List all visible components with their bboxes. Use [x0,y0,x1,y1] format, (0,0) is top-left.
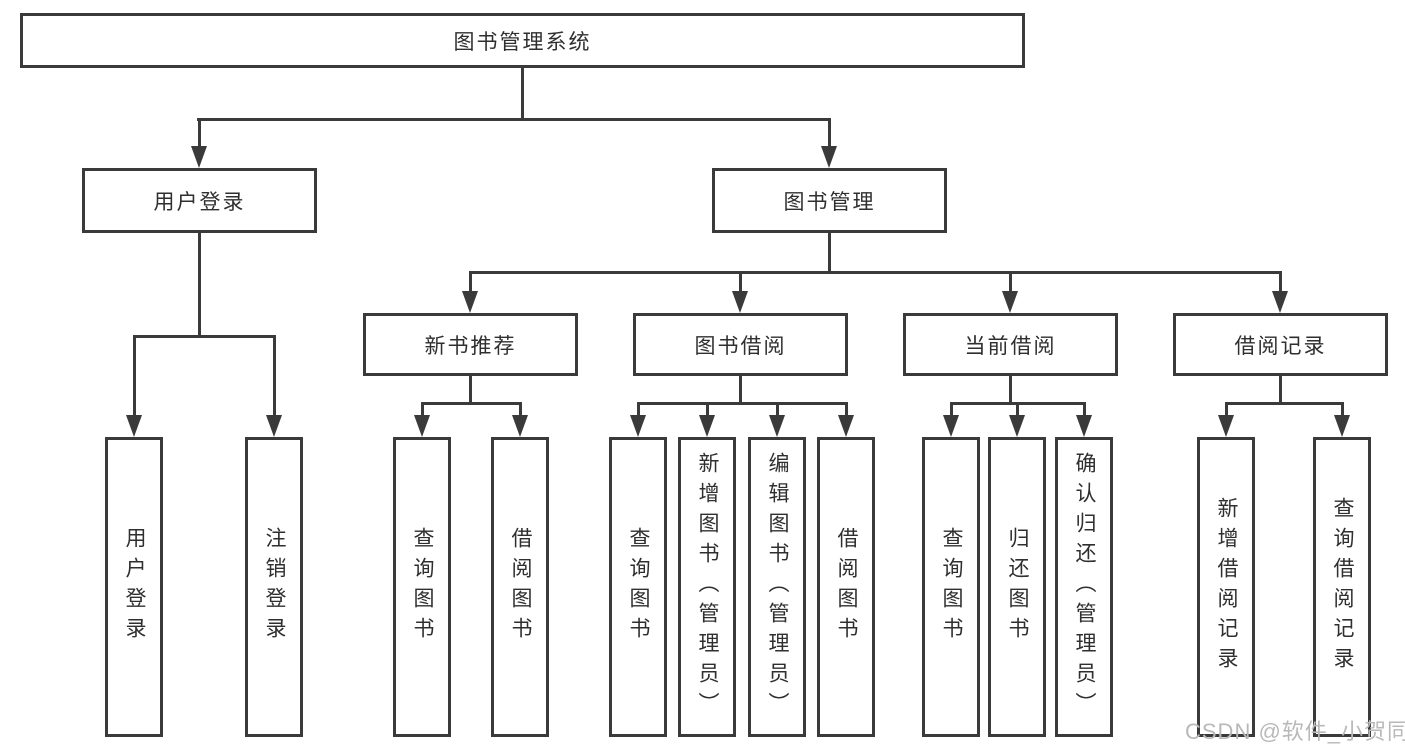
connector-line [637,402,848,405]
connector-line [1341,402,1344,416]
node-book-management: 图书管理 [712,168,947,233]
connector-line [469,271,1282,274]
arrowhead-down-icon [191,146,207,168]
leaf-logout: 注销登录 [245,437,303,737]
arrowhead-down-icon [414,415,430,437]
connector-line [776,402,779,416]
node-user-login: 用户登录 [82,168,317,233]
connector-line [1009,271,1012,293]
connector-line [273,335,276,417]
node-label: 新书推荐 [424,334,517,358]
leaf-label: 查询借阅记录 [1331,497,1354,677]
connector-line [1279,271,1282,293]
connector-line [469,271,472,293]
arrowhead-down-icon [943,415,959,437]
connector-line [706,402,709,416]
connector-line [739,271,742,293]
leaf-label: 新增图书（管理员） [696,452,719,722]
node-label: 图书管理系统 [453,30,592,54]
node-borrowing-records: 借阅记录 [1173,313,1388,376]
arrowhead-down-icon [266,415,282,437]
leaf-confirm-return-admin: 确认归还（管理员） [1055,437,1113,737]
arrowhead-down-icon [732,291,748,313]
arrowhead-down-icon [1076,415,1092,437]
leaf-label: 借阅图书 [509,527,532,647]
leaf-edit-books-admin: 编辑图书（管理员） [748,437,806,737]
arrowhead-down-icon [699,415,715,437]
connector-line [521,68,524,121]
connector-line [739,376,742,405]
leaf-label: 查询图书 [627,527,650,647]
node-label: 当前借阅 [964,334,1057,358]
arrowhead-down-icon [630,415,646,437]
leaf-add-books-admin: 新增图书（管理员） [678,437,736,737]
node-label: 图书借阅 [694,334,787,358]
connector-line [421,402,424,416]
leaf-borrow-books-recommend: 借阅图书 [491,437,549,737]
leaf-query-books-current: 查询图书 [922,437,980,737]
node-new-book-recommend: 新书推荐 [363,313,578,376]
node-current-borrowing: 当前借阅 [903,313,1118,376]
connector-line [1225,402,1344,405]
arrowhead-down-icon [769,415,785,437]
connector-line [421,402,522,405]
connector-line [1009,376,1012,405]
node-label: 用户登录 [153,190,246,214]
connector-line [1279,376,1282,405]
leaf-query-books-recommend: 查询图书 [393,437,451,737]
leaf-return-books: 归还图书 [988,437,1046,737]
connector-line [828,233,831,274]
node-label: 借阅记录 [1234,334,1327,358]
leaf-label: 用户登录 [123,527,146,647]
leaf-user-login: 用户登录 [105,437,163,737]
leaf-query-books-borrowing: 查询图书 [609,437,667,737]
leaf-borrow-books: 借阅图书 [817,437,875,737]
connector-line [828,118,831,148]
connector-line [198,233,201,337]
node-book-borrowing: 图书借阅 [633,313,848,376]
connector-line [1016,402,1019,416]
node-root-system: 图书管理系统 [20,13,1025,68]
arrowhead-down-icon [1009,415,1025,437]
connector-line [133,335,276,338]
arrowhead-down-icon [1334,415,1350,437]
connector-line [1083,402,1086,416]
node-label: 图书管理 [783,190,876,214]
arrowhead-down-icon [1218,415,1234,437]
leaf-label: 注销登录 [263,527,286,647]
leaf-label: 借阅图书 [835,527,858,647]
csdn-watermark: CSDN @软件_小贺同学 [1185,719,1405,744]
arrowhead-down-icon [821,146,837,168]
leaf-label: 查询图书 [411,527,434,647]
connector-line [1225,402,1228,416]
connector-line [469,376,472,405]
connector-line [133,335,136,417]
leaf-add-borrow-record: 新增借阅记录 [1197,437,1255,737]
connector-line [637,402,640,416]
leaf-label: 确认归还（管理员） [1073,452,1096,722]
connector-line [519,402,522,416]
arrowhead-down-icon [1272,291,1288,313]
arrowhead-down-icon [838,415,854,437]
leaf-label: 归还图书 [1006,527,1029,647]
leaf-query-borrow-record: 查询借阅记录 [1313,437,1371,737]
connector-line [197,118,831,121]
leaf-label: 编辑图书（管理员） [766,452,789,722]
connector-line [198,118,201,148]
arrowhead-down-icon [1002,291,1018,313]
connector-line [845,402,848,416]
connector-line [950,402,953,416]
leaf-label: 查询图书 [940,527,963,647]
arrowhead-down-icon [126,415,142,437]
leaf-label: 新增借阅记录 [1215,497,1238,677]
arrowhead-down-icon [512,415,528,437]
arrowhead-down-icon [462,291,478,313]
